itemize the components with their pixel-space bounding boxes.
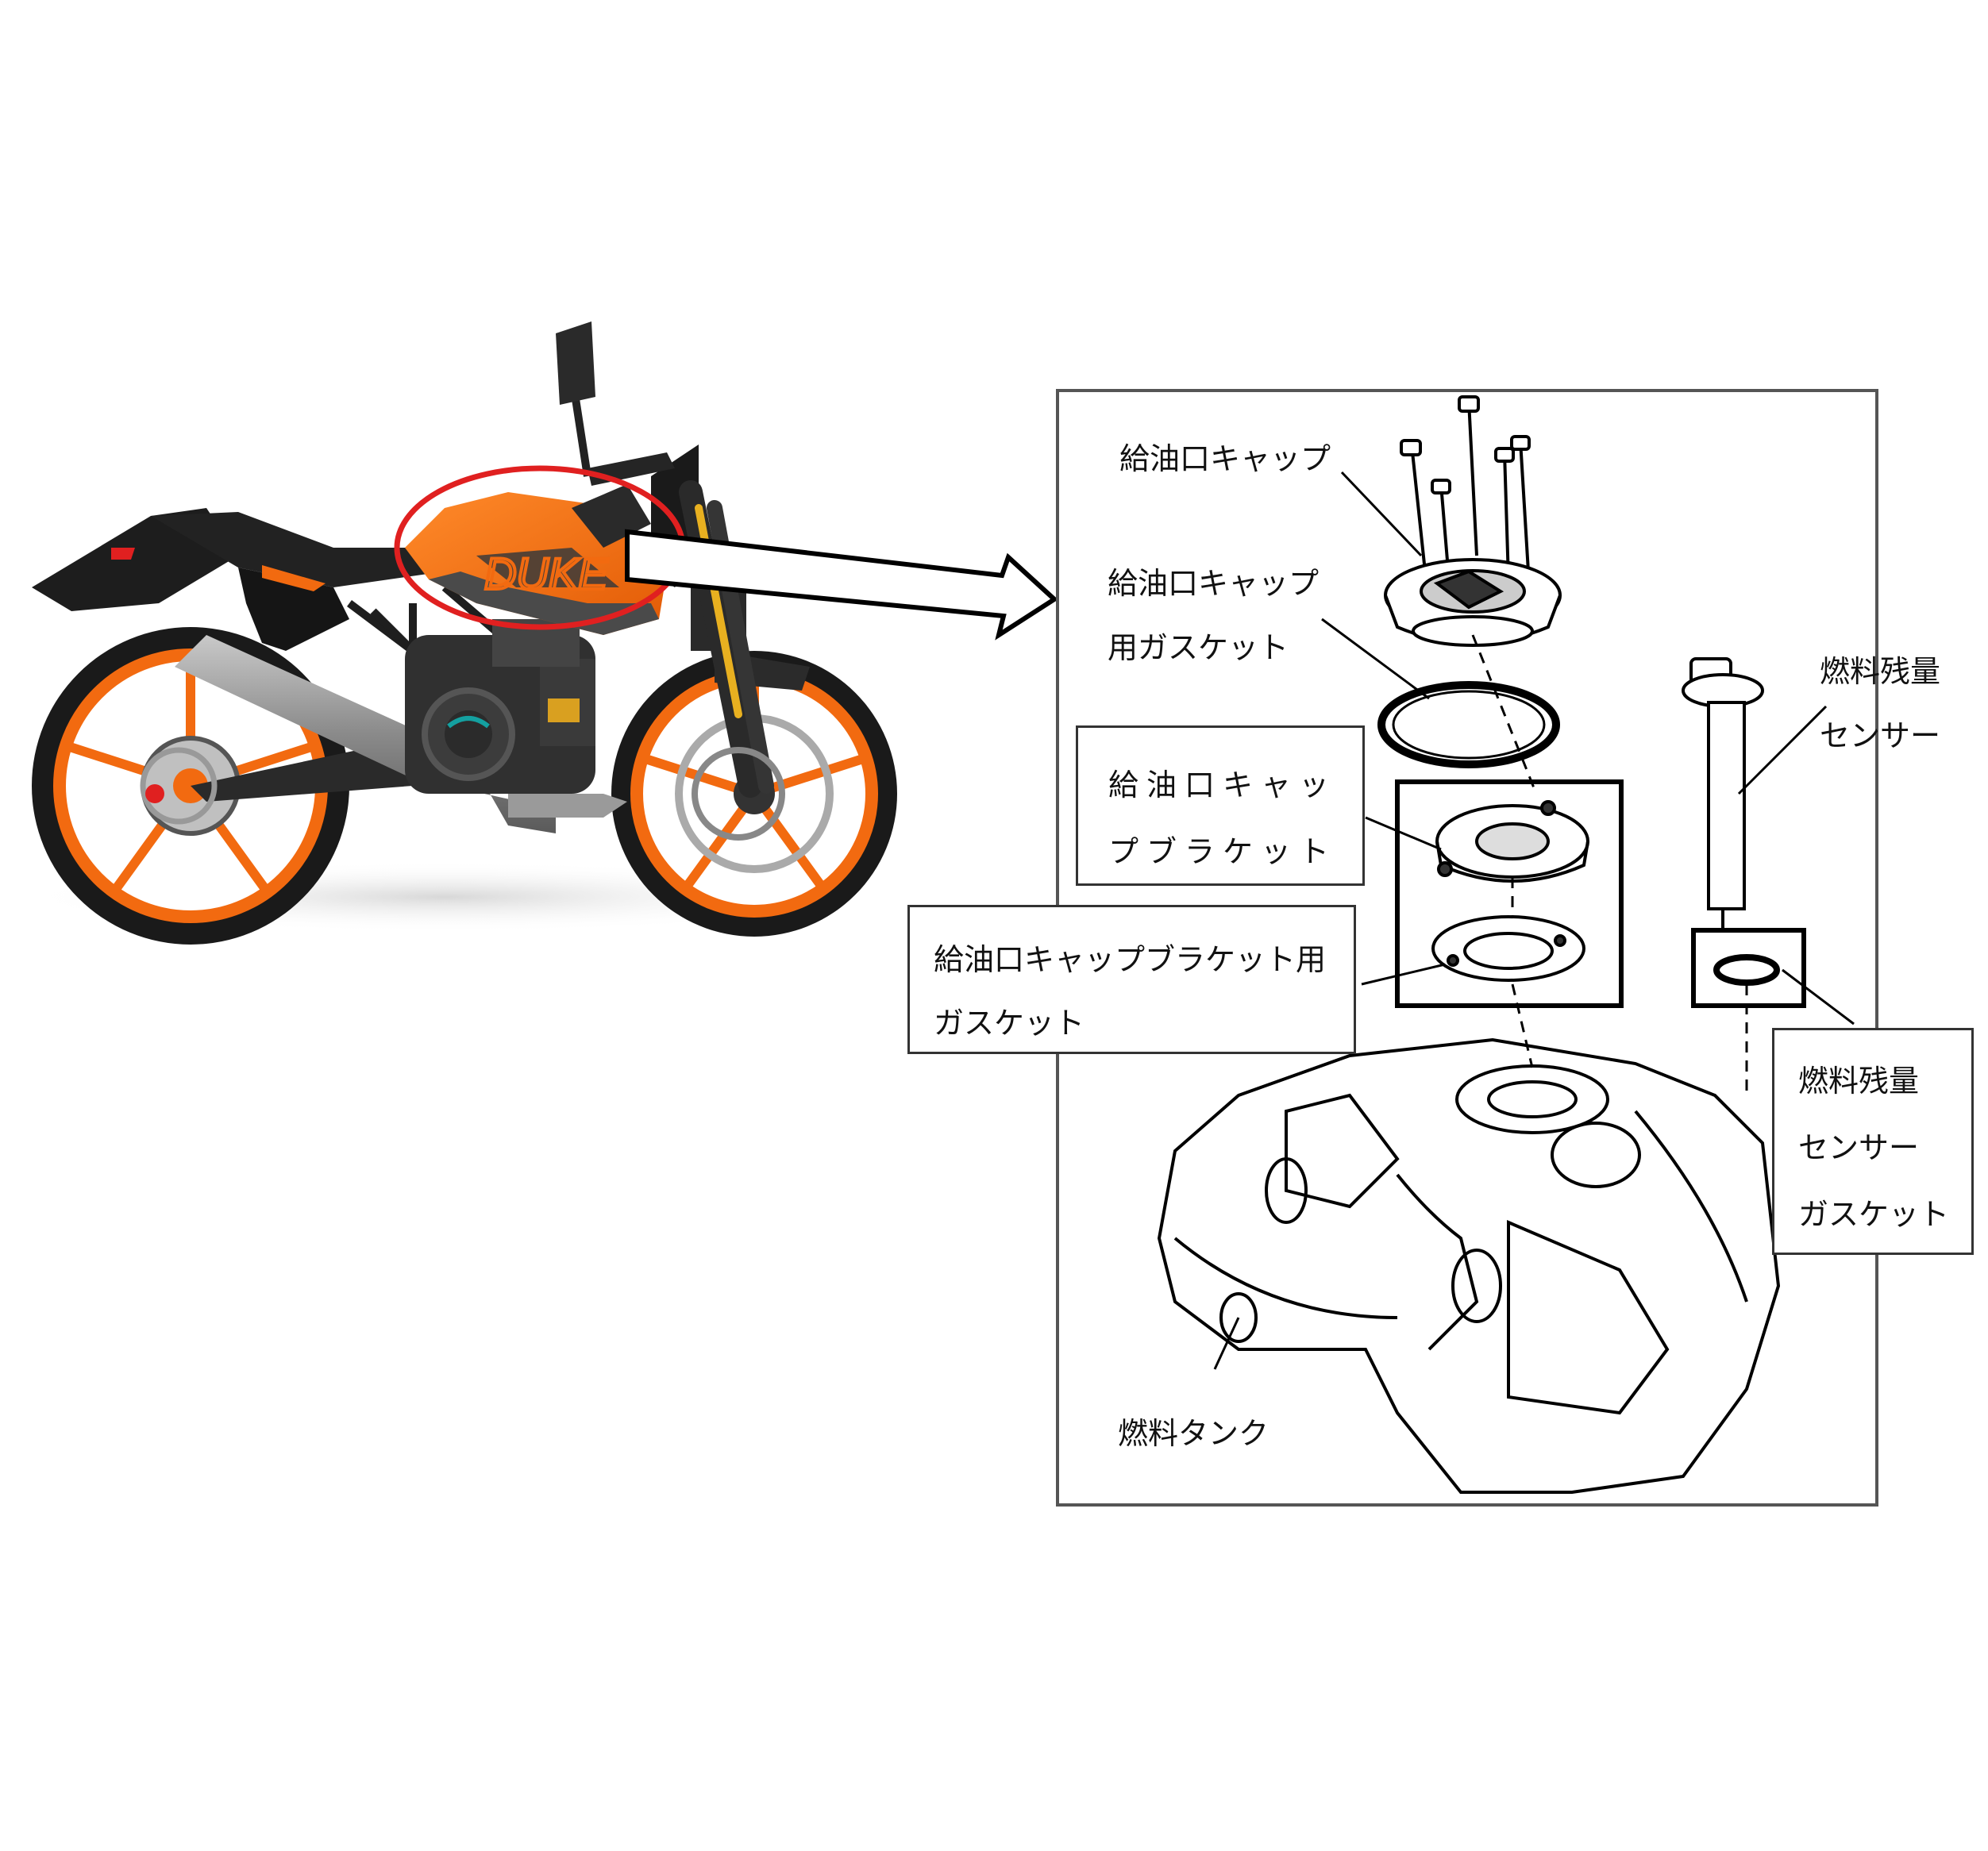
label-sensor-gasket-box: 燃料残量 センサー ガスケット — [1772, 1028, 1974, 1255]
svg-text:DUKE: DUKE — [484, 548, 608, 598]
label-filler-cap: 給油口キャップ — [1119, 441, 1331, 476]
sensor-gasket-box — [1691, 928, 1806, 1008]
label-filler-cap-gasket-line1: 給油口キャップ — [1108, 566, 1320, 601]
leader-lines — [1213, 471, 1855, 1370]
assembly-centerlines — [1471, 634, 1748, 1095]
engine — [405, 619, 595, 794]
label-fuel-tank: 燃料タンク — [1118, 1416, 1269, 1451]
front-brake-disc — [692, 747, 785, 841]
label-fuel-level-sensor-line1: 燃料残量 — [1820, 654, 1941, 689]
label-cap-bracket-line2: プブラケット — [1108, 834, 1338, 869]
seat — [151, 512, 445, 587]
exhaust — [175, 635, 556, 833]
label-fuel-level-sensor-line2: センサー — [1820, 718, 1941, 753]
label-bracket-gasket-box: 給油口キャップブラケット用 ガスケット — [907, 905, 1356, 1054]
mirror-handlebar — [556, 321, 675, 486]
motorcycle-photo: DUKE — [16, 321, 897, 945]
bracket-gasket-part — [1431, 915, 1585, 982]
label-bracket-gasket-line1: 給油口キャップブラケット用 — [934, 942, 1327, 977]
fuel-tank-part — [1157, 1037, 1781, 1494]
callout-arrow — [625, 529, 1058, 641]
side-panel — [238, 568, 349, 651]
label-cap-bracket-box: 給油口キャッ プブラケット — [1076, 725, 1365, 886]
label-sensor-gasket-line2: センサー — [1798, 1130, 1920, 1165]
filler-cap-gasket-part — [1377, 681, 1560, 768]
sensor-gasket-part — [1713, 954, 1780, 986]
fuel-tank-body: DUKE — [405, 484, 667, 635]
rear-brake-disc — [140, 747, 218, 825]
label-bracket-gasket-line2: ガスケット — [934, 1006, 1085, 1041]
label-cap-bracket-line1: 給油口キャッ — [1108, 768, 1338, 802]
fuel-level-sensor-part — [1682, 657, 1764, 941]
filler-cap-part — [1384, 395, 1562, 647]
label-filler-cap-gasket-line2: 用ガスケット — [1108, 630, 1289, 665]
label-sensor-gasket-line1: 燃料残量 — [1798, 1064, 1920, 1099]
label-sensor-gasket-line3: ガスケット — [1798, 1197, 1950, 1232]
